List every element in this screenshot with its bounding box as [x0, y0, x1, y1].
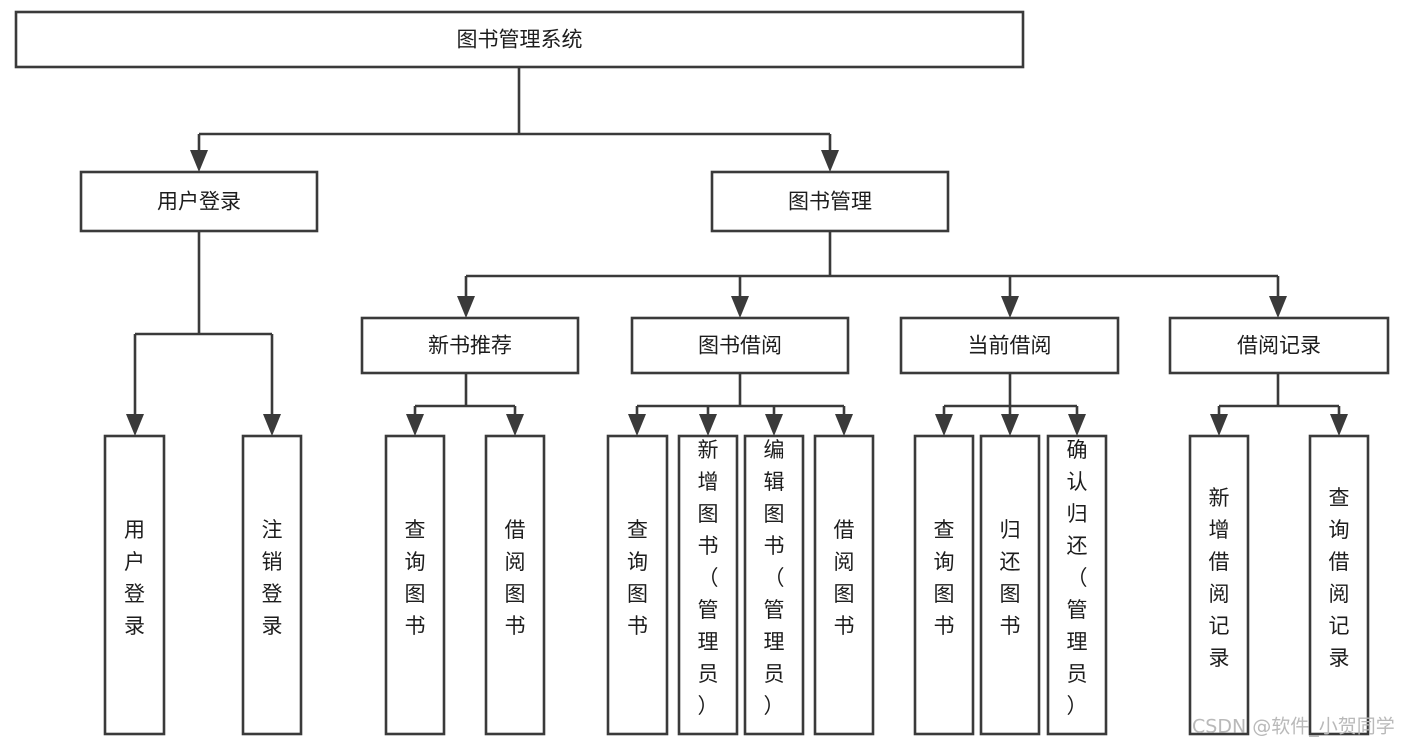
node-leaf-user-logout[interactable]: 注销登录: [241, 434, 303, 736]
arrow-head-icon: [126, 414, 144, 436]
node-box[interactable]: [813, 434, 875, 736]
node-box[interactable]: [384, 434, 446, 736]
arrow-head-icon: [1001, 414, 1019, 436]
node-leaf-user-login[interactable]: 用户登录: [103, 434, 166, 736]
node-label: 借阅记录: [1237, 334, 1321, 358]
arrow-head-icon: [1330, 414, 1348, 436]
edge-group-current-borrow-children: [935, 373, 1086, 436]
arrow-head-icon: [506, 414, 524, 436]
arrow-head-icon: [628, 414, 646, 436]
arrow-head-icon: [731, 296, 749, 318]
node-label: 确认归还（管理员）: [1067, 438, 1088, 718]
csdn-watermark: CSDN @软件_小贺同学: [1192, 716, 1395, 738]
node-label: 借阅图书: [834, 518, 855, 638]
edge-group-borrow-record-children: [1210, 373, 1348, 436]
node-box[interactable]: [14, 10, 1025, 69]
node-box[interactable]: [899, 316, 1120, 375]
node-box[interactable]: [1046, 434, 1108, 736]
node-book-borrow[interactable]: 图书借阅: [630, 316, 850, 375]
node-label: 查询图书: [934, 518, 955, 638]
node-box[interactable]: [79, 170, 319, 233]
node-box[interactable]: [913, 434, 975, 736]
node-leaf-borrow-add-book[interactable]: 新增图书（管理员）: [677, 434, 739, 736]
node-leaf-borrow-query-book[interactable]: 查询图书: [606, 434, 669, 736]
arrow-head-icon: [263, 414, 281, 436]
arrow-head-icon: [1001, 296, 1019, 318]
node-box[interactable]: [979, 434, 1041, 736]
node-book-manage[interactable]: 图书管理: [710, 170, 950, 233]
node-box[interactable]: [241, 434, 303, 736]
arrow-head-icon: [821, 150, 839, 172]
node-leaf-borrow-edit-book[interactable]: 编辑图书（管理员）: [743, 434, 805, 736]
node-root[interactable]: 图书管理系统: [14, 10, 1025, 69]
node-layer: 图书管理系统用户登录图书管理新书推荐图书借阅当前借阅借阅记录用户登录注销登录查询…: [14, 10, 1390, 736]
node-new-book-rec[interactable]: 新书推荐: [360, 316, 580, 375]
arrow-head-icon: [765, 414, 783, 436]
node-box[interactable]: [1188, 434, 1250, 736]
node-box[interactable]: [360, 316, 580, 375]
node-label: 用户登录: [124, 518, 145, 638]
node-borrow-record[interactable]: 借阅记录: [1168, 316, 1390, 375]
node-box[interactable]: [1308, 434, 1370, 736]
node-label: 当前借阅: [968, 334, 1052, 358]
node-leaf-cur-return-book[interactable]: 归还图书: [979, 434, 1041, 736]
node-current-borrow[interactable]: 当前借阅: [899, 316, 1120, 375]
edge-group-new-book-rec-children: [406, 373, 524, 436]
arrow-head-icon: [457, 296, 475, 318]
node-leaf-rec-query-record[interactable]: 查询借阅记录: [1308, 434, 1370, 736]
node-label: 新书推荐: [428, 334, 512, 358]
node-box[interactable]: [743, 434, 805, 736]
arrow-head-icon: [1269, 296, 1287, 318]
arrow-head-icon: [1210, 414, 1228, 436]
node-label: 借阅图书: [505, 518, 526, 638]
node-box[interactable]: [710, 170, 950, 233]
edge-group-book-manage-children: [457, 231, 1287, 318]
arrow-head-icon: [935, 414, 953, 436]
node-label: 新增借阅记录: [1209, 486, 1230, 670]
node-box[interactable]: [630, 316, 850, 375]
node-label: 查询借阅记录: [1329, 486, 1350, 670]
node-leaf-borrow-borrow-book[interactable]: 借阅图书: [813, 434, 875, 736]
arrow-head-icon: [406, 414, 424, 436]
edge-group-root-children: [190, 67, 839, 172]
node-leaf-rec-add-record[interactable]: 新增借阅记录: [1188, 434, 1250, 736]
node-label: 图书借阅: [698, 334, 782, 358]
node-box[interactable]: [1168, 316, 1390, 375]
edge-group-book-borrow-children: [628, 373, 853, 436]
node-leaf-rec-borrow-book[interactable]: 借阅图书: [484, 434, 546, 736]
node-label: 编辑图书（管理员）: [764, 438, 785, 718]
edge-group-user-login-children: [126, 231, 281, 436]
node-label: 查询图书: [405, 518, 426, 638]
node-label: 注销登录: [262, 518, 283, 638]
node-box[interactable]: [103, 434, 166, 736]
node-label: 新增图书（管理员）: [698, 438, 719, 718]
arrow-head-icon: [699, 414, 717, 436]
arrow-head-icon: [190, 150, 208, 172]
node-label: 图书管理系统: [457, 28, 583, 52]
connector-layer: [126, 67, 1348, 436]
node-leaf-cur-confirm-return[interactable]: 确认归还（管理员）: [1046, 434, 1108, 736]
node-box[interactable]: [677, 434, 739, 736]
node-label: 用户登录: [157, 190, 241, 214]
arrow-head-icon: [835, 414, 853, 436]
node-box[interactable]: [606, 434, 669, 736]
node-user-login[interactable]: 用户登录: [79, 170, 319, 233]
arrow-head-icon: [1068, 414, 1086, 436]
node-leaf-cur-query-book[interactable]: 查询图书: [913, 434, 975, 736]
node-leaf-rec-query-book[interactable]: 查询图书: [384, 434, 446, 736]
node-label: 查询图书: [627, 518, 648, 638]
node-label: 归还图书: [1000, 518, 1021, 638]
node-label: 图书管理: [788, 190, 872, 214]
node-box[interactable]: [484, 434, 546, 736]
